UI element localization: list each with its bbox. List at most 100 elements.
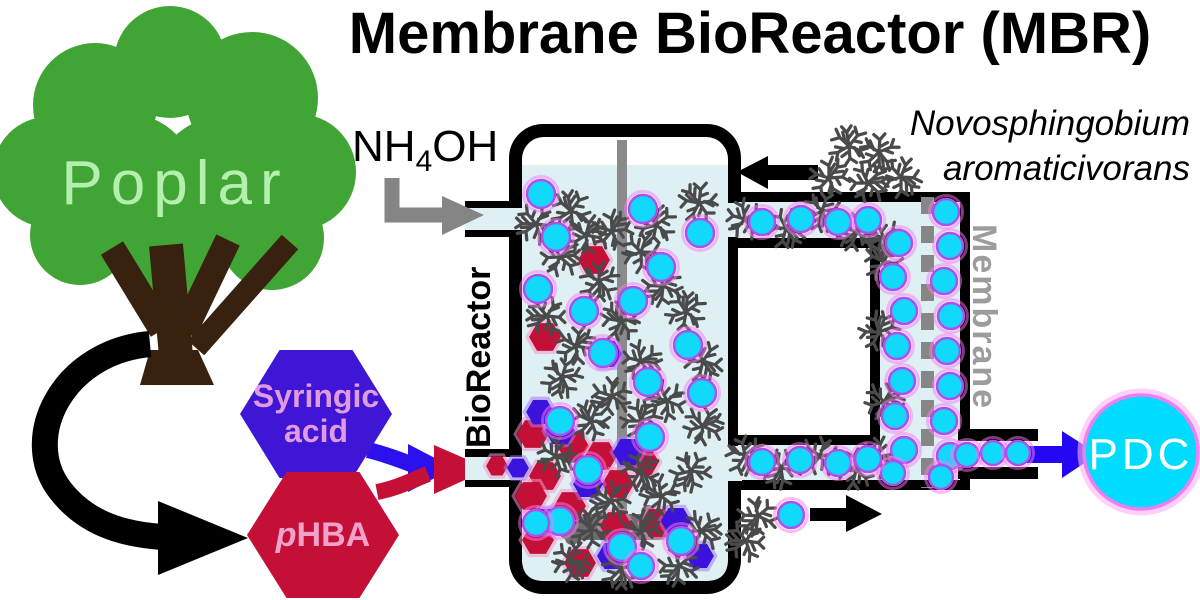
cyan-dot-glow bbox=[744, 444, 780, 480]
pdc-metabolite-dot bbox=[936, 301, 966, 331]
membrane-dash bbox=[921, 429, 934, 446]
cyan-dot-glow bbox=[744, 204, 780, 240]
phba-label: pHBA bbox=[276, 516, 370, 555]
red-hexagon-glow bbox=[482, 453, 512, 479]
pdc-bubble bbox=[1077, 388, 1200, 516]
pdc-metabolite-dot bbox=[617, 285, 649, 317]
cyan-dot-glow bbox=[933, 298, 969, 334]
pdc-metabolite-dot bbox=[786, 204, 816, 234]
membrane-strip bbox=[921, 197, 934, 488]
cyan-dot-glow bbox=[1001, 436, 1035, 470]
pdc-metabolite-dot bbox=[853, 444, 883, 474]
pdc-metabolite-dot bbox=[686, 377, 718, 409]
cyan-dot-glow bbox=[519, 270, 557, 308]
cyan-dot-glow bbox=[683, 374, 721, 412]
cyan-dot-glow bbox=[782, 442, 818, 478]
cyan-dot-glow bbox=[631, 418, 669, 456]
pdc-metabolite-dot bbox=[645, 251, 677, 283]
cyan-dot-glow bbox=[629, 363, 667, 401]
nh4oh-pre: NH bbox=[352, 122, 416, 171]
pdc-metabolite-dot bbox=[1004, 439, 1032, 467]
cyan-dot-glow bbox=[522, 175, 560, 213]
poplar-tree bbox=[0, 6, 356, 385]
nh4oh-label: NH4OH bbox=[352, 122, 498, 179]
poplar-label: Poplar bbox=[61, 149, 289, 218]
bioreactor-label: BioReactor bbox=[460, 266, 498, 448]
pdc-metabolite-dot bbox=[887, 366, 917, 396]
pdc-metabolite-dot bbox=[931, 197, 961, 227]
cyan-dot-glow bbox=[875, 259, 911, 295]
pdc-metabolite-dot bbox=[626, 551, 656, 581]
cyan-dot-glow bbox=[569, 451, 607, 489]
membrane-dash bbox=[921, 313, 934, 330]
cyan-dot-glow bbox=[926, 263, 962, 299]
phba-rest: HBA bbox=[296, 515, 371, 554]
nh4oh-arrow bbox=[384, 178, 484, 235]
tree-trunk bbox=[100, 234, 299, 385]
cyan-dot-glow bbox=[681, 214, 719, 252]
cyan-dot-glow bbox=[537, 218, 575, 256]
cyan-dot-glow bbox=[924, 460, 958, 494]
syringic-label-line2: acid bbox=[283, 413, 349, 449]
cyan-dot-glow bbox=[773, 497, 809, 533]
organism-genus: Novosphingobium bbox=[909, 104, 1190, 143]
cyan-dot-glow bbox=[881, 225, 917, 261]
membrane-dash bbox=[921, 371, 934, 388]
phba-inflow-arrow bbox=[375, 445, 489, 500]
pdc-metabolite-dot bbox=[544, 405, 576, 437]
phba-hexagon-particle bbox=[486, 456, 508, 476]
cyan-dot-glow bbox=[929, 333, 965, 369]
cyan-dot-glow bbox=[884, 363, 920, 399]
organism-label: Novosphingobium aromaticivorans bbox=[858, 102, 1190, 192]
pdc-metabolite-dot bbox=[672, 329, 704, 361]
syringic-label-line1: Syringic bbox=[252, 377, 380, 414]
pdc-metabolite-dot bbox=[953, 441, 981, 469]
cyan-dot-glow bbox=[877, 398, 913, 434]
tree-to-phba-arrow bbox=[31, 331, 248, 575]
cyan-dot-glow bbox=[614, 282, 652, 320]
pdc-metabolite-dot bbox=[882, 331, 912, 361]
pdc-metabolite-dot bbox=[587, 337, 619, 369]
pdc-metabolite-dot bbox=[935, 231, 965, 261]
syringic-hexagon-particle bbox=[507, 458, 529, 478]
pdc-metabolite-dot bbox=[880, 401, 910, 431]
pdc-metabolite-dot bbox=[932, 336, 962, 366]
cyan-dot-glow bbox=[623, 548, 659, 584]
pdc-metabolite-dot bbox=[823, 207, 853, 237]
membrane-dash bbox=[921, 487, 934, 488]
pdc-metabolite-dot bbox=[540, 221, 572, 253]
diagram-title: Membrane BioReactor (MBR) bbox=[348, 1, 1152, 66]
cyan-dot-glow bbox=[642, 248, 680, 286]
pdc-metabolite-dot bbox=[521, 508, 551, 538]
particle-layer bbox=[482, 123, 1035, 595]
blue-hexagon-glow bbox=[682, 540, 718, 572]
pdc-metabolite-dot bbox=[879, 459, 907, 487]
cyan-dot-glow bbox=[565, 292, 603, 330]
cyan-dot-glow bbox=[850, 441, 886, 477]
pdc-metabolite-dot bbox=[525, 178, 557, 210]
pdc-metabolite-dot bbox=[853, 205, 883, 235]
pdc-metabolite-dot bbox=[878, 262, 908, 292]
phba-prefix: p bbox=[275, 515, 297, 554]
cyan-dot-glow bbox=[850, 202, 886, 238]
cyan-dot-glow bbox=[783, 201, 819, 237]
pdc-metabolite-dot bbox=[889, 296, 919, 326]
pdc-metabolite-dot bbox=[684, 217, 716, 249]
pdc-metabolite-dot bbox=[747, 447, 777, 477]
membrane-label: Membrane bbox=[965, 224, 1003, 411]
pdc-metabolite-dot bbox=[776, 500, 806, 530]
cyan-dot-glow bbox=[662, 522, 700, 560]
nh4oh-sub: 4 bbox=[415, 144, 433, 178]
blue-hexagon-glow bbox=[503, 455, 533, 481]
pdc-metabolite-dot bbox=[927, 463, 955, 491]
pdc-metabolite-dot bbox=[747, 207, 777, 237]
pdc-metabolite-dot bbox=[884, 228, 914, 258]
pdc-metabolite-dot bbox=[665, 525, 697, 557]
tree-canopy bbox=[0, 6, 356, 297]
membrane-dash bbox=[921, 226, 934, 243]
membrane-dash bbox=[921, 255, 934, 272]
cyan-dot-glow bbox=[886, 293, 922, 329]
cyan-dot-glow bbox=[584, 334, 622, 372]
